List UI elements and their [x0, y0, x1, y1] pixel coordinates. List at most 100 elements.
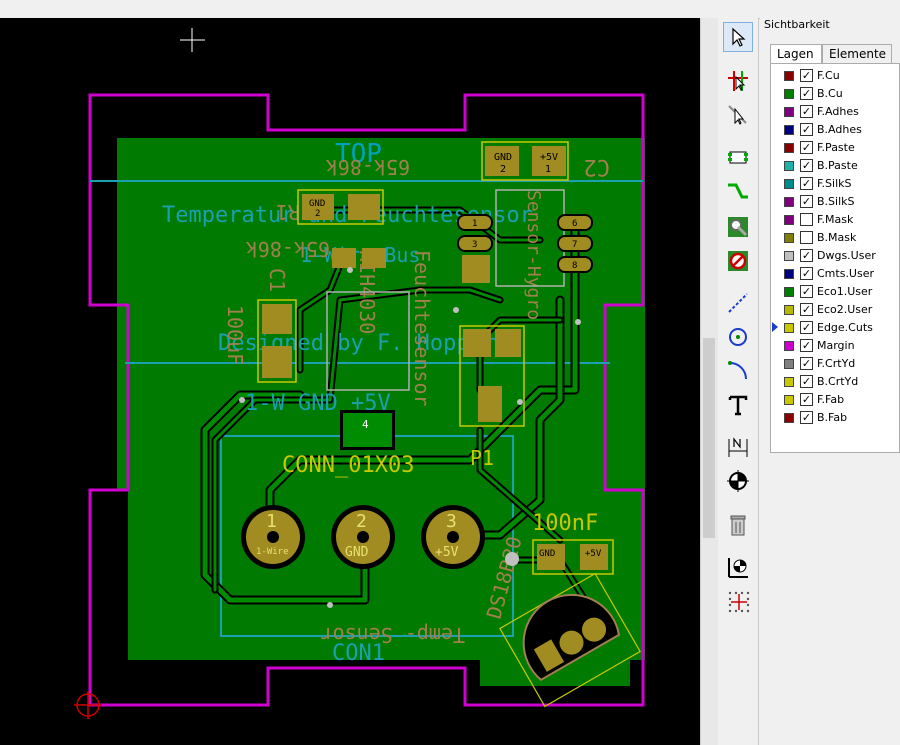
- layer-row-f-adhes[interactable]: ✓F.Adhes: [771, 103, 899, 121]
- layer-row-b-silks[interactable]: ✓B.SilkS: [771, 193, 899, 211]
- svg-text:8: 8: [572, 261, 577, 271]
- connector-pads: 1 2 3 1-Wire GND +5V: [241, 505, 485, 569]
- layer-color-swatch[interactable]: [784, 215, 794, 225]
- layer-color-swatch[interactable]: [784, 71, 794, 81]
- layer-row-f-silks[interactable]: ✓F.SilkS: [771, 175, 899, 193]
- layer-visibility-checkbox[interactable]: ✓: [800, 105, 813, 118]
- layer-color-swatch[interactable]: [784, 107, 794, 117]
- add-footprint-icon[interactable]: [723, 142, 753, 172]
- layer-color-swatch[interactable]: [784, 143, 794, 153]
- layer-visibility-checkbox[interactable]: ✓: [800, 411, 813, 424]
- layer-color-swatch[interactable]: [784, 233, 794, 243]
- layer-row-f-cu[interactable]: ✓F.Cu: [771, 67, 899, 85]
- origin-marker: [74, 691, 102, 719]
- layer-color-swatch[interactable]: [784, 179, 794, 189]
- layer-row-b-fab[interactable]: ✓B.Fab: [771, 409, 899, 427]
- tab-elemente[interactable]: Elemente: [822, 44, 892, 64]
- svg-text:2: 2: [315, 209, 320, 219]
- layer-row-dwgs-user[interactable]: ✓Dwgs.User: [771, 247, 899, 265]
- layer-color-swatch[interactable]: [784, 359, 794, 369]
- layer-visibility-checkbox[interactable]: ✓: [800, 267, 813, 280]
- layer-row-eco1-user[interactable]: ✓Eco1.User: [771, 283, 899, 301]
- layer-row-b-crtyd[interactable]: ✓ B.CrtYd: [771, 373, 899, 391]
- layer-visibility-checkbox[interactable]: ✓: [800, 321, 813, 334]
- add-via-icon[interactable]: [723, 212, 753, 242]
- layer-color-swatch[interactable]: [784, 197, 794, 207]
- layer-name: F.Paste: [817, 141, 855, 154]
- pcb-canvas[interactable]: CONN_01X03 P1 100nF TOP Temperatur und F…: [0, 18, 700, 745]
- grid-origin-icon[interactable]: [723, 586, 753, 616]
- layer-color-swatch[interactable]: [784, 323, 794, 333]
- layer-visibility-checkbox[interactable]: ✓: [800, 357, 813, 370]
- svg-text:1: 1: [472, 219, 477, 229]
- layer-color-swatch[interactable]: [784, 377, 794, 387]
- layer-visibility-checkbox[interactable]: ✓: [800, 303, 813, 316]
- add-circle-icon[interactable]: [723, 322, 753, 352]
- layer-visibility-checkbox[interactable]: ✓: [800, 123, 813, 136]
- pcb-top-label: TOP: [335, 139, 382, 169]
- layer-color-swatch[interactable]: [784, 395, 794, 405]
- set-origin-icon[interactable]: [723, 552, 753, 582]
- layer-row-f-paste[interactable]: ✓ F.Paste: [771, 139, 899, 157]
- layer-row-b-adhes[interactable]: ✓B.Adhes: [771, 121, 899, 139]
- layer-row-b-mask[interactable]: B.Mask: [771, 229, 899, 247]
- layer-color-swatch[interactable]: [784, 341, 794, 351]
- layer-visibility-checkbox[interactable]: ✓: [800, 141, 813, 154]
- layer-name: F.Mask: [817, 213, 854, 226]
- layer-name: B.CrtYd: [817, 375, 859, 388]
- layer-color-swatch[interactable]: [784, 413, 794, 423]
- sensor2-label: Sensor-Hygro: [523, 190, 544, 320]
- layer-row-f-fab[interactable]: ✓F.Fab: [771, 391, 899, 409]
- select-arrow-icon[interactable]: [723, 22, 753, 52]
- cap2-ref: C2: [584, 154, 611, 179]
- layer-visibility-checkbox[interactable]: ✓: [800, 249, 813, 262]
- layer-row-f-crtyd[interactable]: ✓F.CrtYd: [771, 355, 899, 373]
- layer-row-b-cu[interactable]: ✓B.Cu: [771, 85, 899, 103]
- layer-target-icon[interactable]: [723, 466, 753, 496]
- layer-visibility-checkbox[interactable]: ✓: [800, 375, 813, 388]
- layer-row-eco2-user[interactable]: ✓Eco2.User: [771, 301, 899, 319]
- scrollbar-thumb[interactable]: [703, 338, 715, 538]
- layer-color-swatch[interactable]: [784, 269, 794, 279]
- layer-row-f-mask[interactable]: F.Mask: [771, 211, 899, 229]
- layer-row-edge-cuts[interactable]: ✓ Edge.Cuts: [771, 319, 899, 337]
- ic-soic8: 1 3 6 7 8: [457, 189, 593, 287]
- layer-visibility-checkbox[interactable]: ✓: [800, 159, 813, 172]
- local-ratsnest-icon[interactable]: [723, 100, 753, 130]
- keepout-icon[interactable]: [723, 246, 753, 276]
- add-text-icon[interactable]: [723, 390, 753, 420]
- delete-icon[interactable]: [723, 510, 753, 540]
- layer-visibility-checkbox[interactable]: [800, 231, 813, 244]
- layer-name: Edge.Cuts: [817, 321, 873, 334]
- res-ref-label: R1: [276, 200, 300, 224]
- layer-color-swatch[interactable]: [784, 287, 794, 297]
- layer-visibility-checkbox[interactable]: [800, 213, 813, 226]
- layer-color-swatch[interactable]: [784, 89, 794, 99]
- layer-row-b-paste[interactable]: ✓B.Paste: [771, 157, 899, 175]
- layer-visibility-checkbox[interactable]: ✓: [800, 339, 813, 352]
- layer-visibility-checkbox[interactable]: ✓: [800, 87, 813, 100]
- add-dimension-icon[interactable]: [723, 432, 753, 462]
- pad-3-net: +5V: [435, 545, 459, 560]
- route-track-icon[interactable]: [723, 176, 753, 206]
- svg-text:GND: GND: [494, 152, 512, 163]
- svg-text:6: 6: [572, 219, 577, 229]
- layer-color-swatch[interactable]: [784, 125, 794, 135]
- tab-lagen[interactable]: Lagen: [770, 44, 822, 64]
- highlight-net-icon[interactable]: [723, 66, 753, 96]
- layer-visibility-checkbox[interactable]: ✓: [800, 285, 813, 298]
- layer-color-swatch[interactable]: [784, 251, 794, 261]
- layer-color-swatch[interactable]: [784, 161, 794, 171]
- layer-visibility-checkbox[interactable]: ✓: [800, 195, 813, 208]
- layer-visibility-checkbox[interactable]: ✓: [800, 393, 813, 406]
- layer-row-cmts-user[interactable]: ✓Cmts.User: [771, 265, 899, 283]
- svg-text:GND: GND: [309, 199, 325, 209]
- layer-row-margin[interactable]: ✓Margin: [771, 337, 899, 355]
- pad-3-num: 3: [446, 511, 457, 532]
- add-line-icon[interactable]: [723, 288, 753, 318]
- layer-visibility-checkbox[interactable]: ✓: [800, 69, 813, 82]
- vertical-scrollbar[interactable]: [700, 18, 718, 745]
- layer-color-swatch[interactable]: [784, 305, 794, 315]
- layer-visibility-checkbox[interactable]: ✓: [800, 177, 813, 190]
- add-arc-icon[interactable]: [723, 356, 753, 386]
